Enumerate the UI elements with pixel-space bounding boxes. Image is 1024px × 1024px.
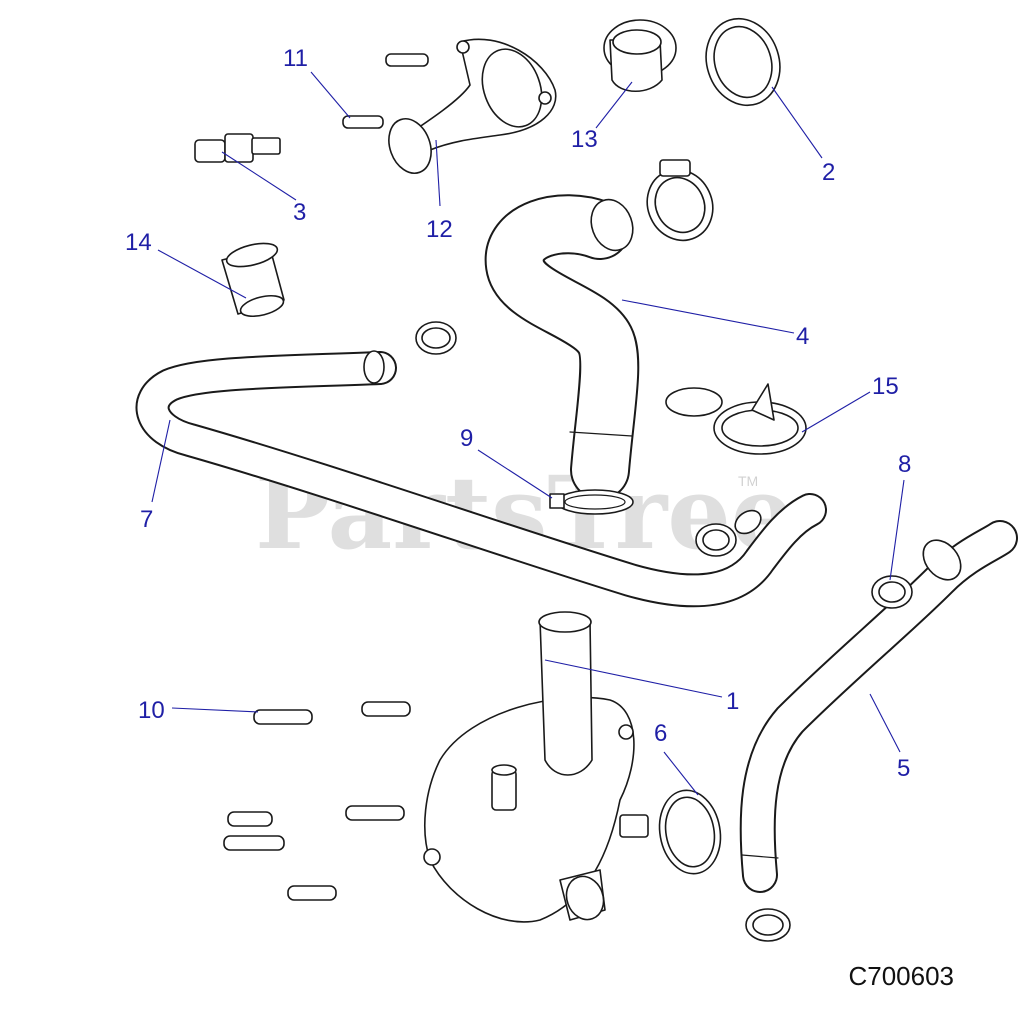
small-clamp-tube-end[interactable] <box>695 523 737 557</box>
part-15-clamp[interactable] <box>665 383 807 455</box>
part-2-gasket-ring[interactable] <box>695 9 791 115</box>
callout-10[interactable]: 10 <box>138 697 165 724</box>
upper-hose-clamp[interactable] <box>636 159 724 251</box>
part-14-adapter[interactable] <box>221 239 286 320</box>
part-13-thermostat[interactable] <box>603 19 677 92</box>
callout-2[interactable]: 2 <box>822 159 835 186</box>
callout-13[interactable]: 13 <box>571 126 598 153</box>
callouts: 1 2 3 4 5 6 7 8 9 10 11 12 13 14 15 <box>125 45 911 782</box>
part-4-upper-hose[interactable] <box>484 194 640 500</box>
watermark-tm: TM <box>738 473 758 489</box>
callout-11[interactable]: 11 <box>283 45 308 72</box>
callout-3[interactable]: 3 <box>293 199 306 226</box>
callout-1[interactable]: 1 <box>726 688 739 715</box>
part-10-bolts[interactable] <box>223 701 411 901</box>
part-1-water-pump[interactable] <box>423 611 649 925</box>
callout-15[interactable]: 15 <box>872 373 899 400</box>
callout-5[interactable]: 5 <box>897 755 910 782</box>
part-9-hose-clamp[interactable] <box>549 489 634 515</box>
leader-lines <box>151 71 905 796</box>
part-6-o-ring[interactable] <box>653 785 727 878</box>
part-7-coolant-tube[interactable] <box>135 350 827 608</box>
part-3-temp-sensor[interactable] <box>194 133 281 163</box>
part-11-bolts[interactable] <box>342 53 429 129</box>
callout-7[interactable]: 7 <box>140 506 153 533</box>
callout-6[interactable]: 6 <box>654 720 667 747</box>
part-12-thermostat-housing[interactable] <box>382 38 557 179</box>
bottom-hose-clamp[interactable] <box>745 908 791 942</box>
small-clamp-mid[interactable] <box>415 321 457 355</box>
diagram-code: C700603 <box>848 961 954 991</box>
part-8-clamp[interactable] <box>871 575 913 609</box>
callout-8[interactable]: 8 <box>898 451 911 478</box>
callout-4[interactable]: 4 <box>796 323 809 350</box>
callout-14[interactable]: 14 <box>125 229 152 256</box>
callout-12[interactable]: 12 <box>426 216 453 243</box>
callout-9[interactable]: 9 <box>460 425 473 452</box>
part-5-lower-hose[interactable] <box>739 520 1018 893</box>
